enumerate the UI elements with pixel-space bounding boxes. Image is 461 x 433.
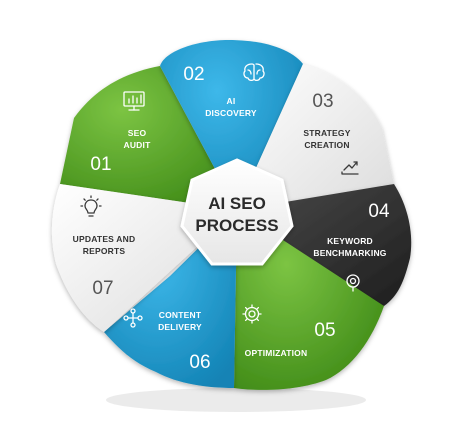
monitor-chart-icon <box>123 91 145 111</box>
network-icon <box>123 308 143 328</box>
trend-chart-icon <box>341 161 359 175</box>
base-shadow <box>106 388 366 412</box>
segment-07-number: 07 <box>92 278 113 299</box>
center-hub <box>180 158 294 266</box>
segment-06-label-line1: CONTENT <box>159 310 202 320</box>
gear-icon <box>242 304 262 324</box>
segment-03-number: 03 <box>312 91 333 112</box>
brain-icon <box>243 63 265 82</box>
segment-01-label-line2: AUDIT <box>124 140 152 150</box>
segment-06-label-line2: DELIVERY <box>158 322 202 332</box>
segment-01-label-line1: SEO <box>128 128 147 138</box>
center-title-line2: PROCESS <box>195 216 278 235</box>
segment-04-label-line2: BENCHMARKING <box>313 248 386 258</box>
segment-02-ai-discovery <box>160 40 303 210</box>
segment-07-label-line1: UPDATES AND <box>73 234 136 244</box>
segment-05-optimization <box>234 210 384 390</box>
segment-03-label-line2: CREATION <box>304 140 349 150</box>
segment-01-number: 01 <box>90 154 111 175</box>
segment-05-number: 05 <box>314 320 335 341</box>
segment-02-label-line1: AI <box>227 96 236 106</box>
segment-04-label-line1: KEYWORD <box>327 236 373 246</box>
segment-01-seo-audit <box>60 66 237 210</box>
segment-07-label-line2: REPORTS <box>83 246 126 256</box>
segment-06-number: 06 <box>189 352 210 373</box>
segment-02-number: 02 <box>183 64 204 85</box>
lightbulb-icon <box>80 195 102 217</box>
segment-05-label-line1: OPTIMIZATION <box>245 348 308 358</box>
segment-03-label-line1: STRATEGY <box>303 128 350 138</box>
segment-04-number: 04 <box>368 201 390 222</box>
segment-02-label-line2: DISCOVERY <box>205 108 257 118</box>
center-title-line1: AI SEO <box>208 194 266 213</box>
magnifier-icon <box>346 274 360 292</box>
